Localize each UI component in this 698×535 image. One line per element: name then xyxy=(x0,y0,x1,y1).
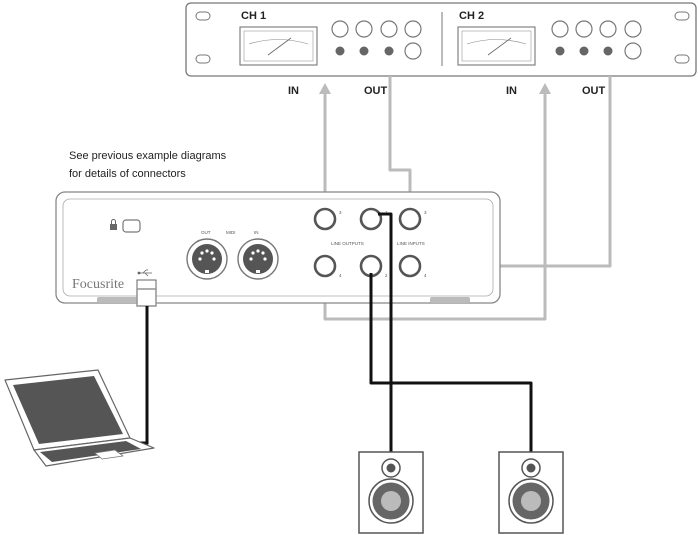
note-line-1: See previous example diagrams xyxy=(69,150,227,162)
ch2-in-label: IN xyxy=(506,85,517,97)
line-input-4-jack xyxy=(398,254,422,278)
black-cables xyxy=(369,212,533,452)
knob-ch2 xyxy=(624,20,642,38)
usb-cable xyxy=(138,306,149,445)
jack-number: 3 xyxy=(424,210,427,215)
jack-number: 2 xyxy=(385,273,388,278)
midi-out-port xyxy=(186,238,228,280)
vu-meter-ch2 xyxy=(457,26,536,66)
interface-foot xyxy=(97,297,137,303)
cable-out2-to-right-speaker xyxy=(369,273,533,452)
outboard-processor: CH 1 CH 2 xyxy=(185,2,697,77)
line-output-4-jack xyxy=(313,254,337,278)
knob-ch1 xyxy=(355,20,373,38)
rack-ear-hole xyxy=(674,54,690,64)
knob-ch1 xyxy=(404,42,422,60)
button-ch2 xyxy=(579,46,589,56)
jack-number: 3 xyxy=(339,210,342,215)
interface-bezel xyxy=(62,198,494,297)
knob-ch1 xyxy=(380,20,398,38)
button-ch2 xyxy=(555,46,565,56)
speaker-left xyxy=(358,451,424,534)
note-line-2: for details of connectors xyxy=(69,168,186,180)
knob-ch2 xyxy=(599,20,617,38)
button-ch1 xyxy=(335,46,345,56)
button-ch2 xyxy=(603,46,613,56)
knob-ch2 xyxy=(624,42,642,60)
usb-icon xyxy=(137,269,152,277)
laptop-trackpad xyxy=(94,449,124,460)
rack-ear-hole xyxy=(195,11,211,21)
knob-ch1 xyxy=(404,20,422,38)
line-inputs-label: LINE INPUTS xyxy=(397,241,425,246)
arrow-up-icon xyxy=(539,83,551,94)
knob-ch1 xyxy=(331,20,349,38)
knob-ch2 xyxy=(575,20,593,38)
speaker-right xyxy=(498,451,564,534)
lock-icon xyxy=(110,219,117,230)
kensington-slot xyxy=(122,219,141,233)
line-outputs-label: LINE OUTPUTS xyxy=(331,241,364,246)
knob-ch2 xyxy=(551,20,569,38)
usb-port xyxy=(136,279,157,290)
vu-needle xyxy=(267,37,292,56)
laptop-keyboard xyxy=(40,441,141,462)
midi-label: MIDI xyxy=(226,230,236,235)
line-input-3-jack xyxy=(398,207,422,231)
jack-number: 4 xyxy=(424,273,427,278)
jack-number: 4 xyxy=(339,273,342,278)
button-ch1 xyxy=(359,46,369,56)
ch1-out-label: OUT xyxy=(364,85,388,97)
midi-out-label: OUT xyxy=(201,230,211,235)
cable-out1-to-left-speaker xyxy=(378,212,393,452)
laptop xyxy=(4,369,155,467)
line-output-3-jack xyxy=(313,207,337,231)
midi-in-label: IN xyxy=(254,230,259,235)
rack-ear-hole xyxy=(195,54,211,64)
brand-logo: Focusrite xyxy=(72,277,124,292)
cable-ch1-out-to-in3 xyxy=(388,76,412,203)
vu-meter-ch1 xyxy=(239,26,318,66)
arrow-up-icon xyxy=(319,83,331,94)
button-ch1 xyxy=(384,46,394,56)
vu-needle xyxy=(487,37,512,56)
rack-ear-hole xyxy=(674,11,690,21)
line-output-1-jack xyxy=(359,207,383,231)
ch2-label: CH 2 xyxy=(459,10,484,22)
laptop-screen xyxy=(13,376,123,444)
ch1-in-label: IN xyxy=(288,85,299,97)
audio-interface: OUT MIDI IN 3 1 3 4 2 4 xyxy=(55,191,501,304)
usb-plug xyxy=(136,288,157,307)
interface-foot xyxy=(430,297,470,303)
interface-body xyxy=(55,191,501,304)
ch2-out-label: OUT xyxy=(582,85,606,97)
ch1-label: CH 1 xyxy=(241,10,266,22)
midi-in-port xyxy=(237,238,279,280)
